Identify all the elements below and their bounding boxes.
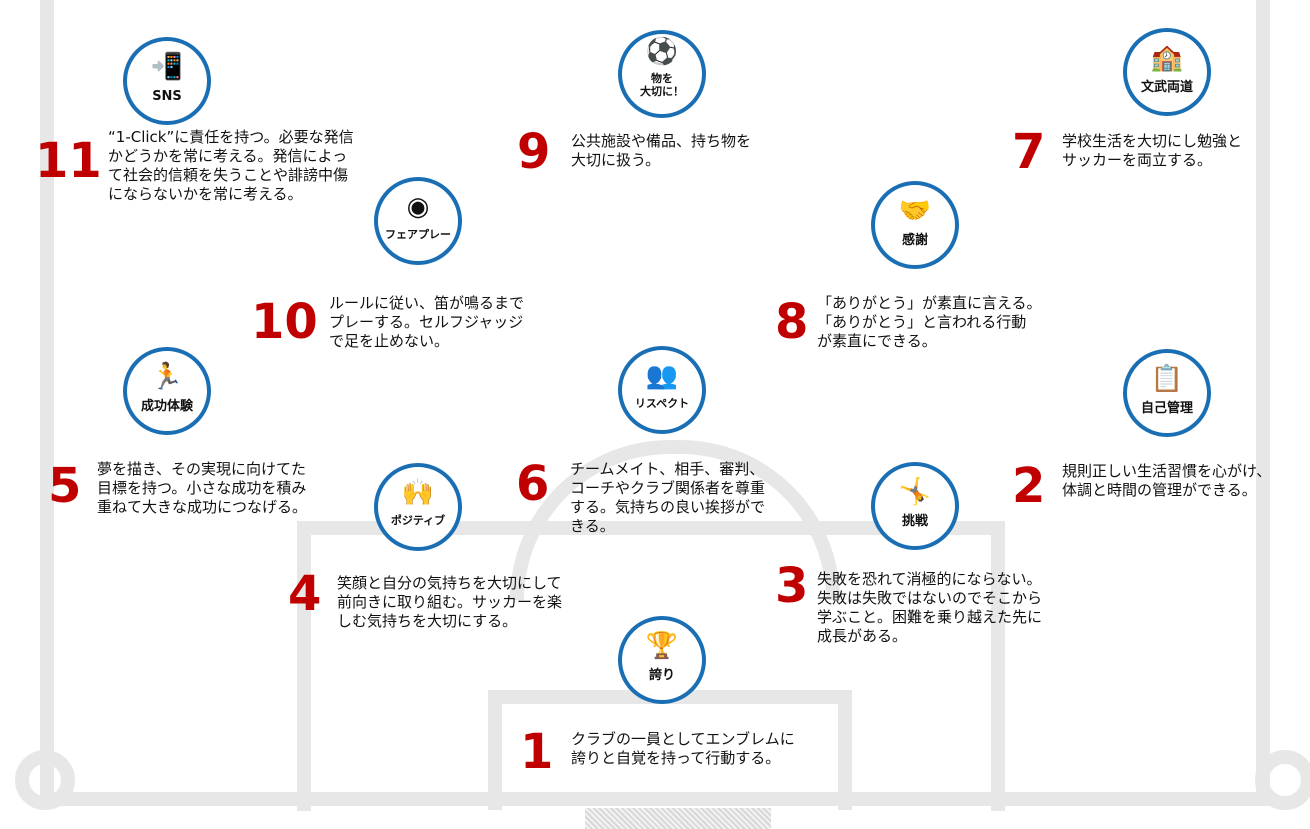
value-circle-success: 🏃 成功体験 [123,347,211,435]
value-label: SNS [152,89,182,104]
value-circle-gratitude: 🤝 感謝 [871,181,959,269]
value-label: 感謝 [901,233,928,248]
value-number: 7 [1012,124,1046,180]
value-description: “1-Click”に責任を持つ。必要な発信 かどうかを常に考える。発信によっ て… [108,128,354,203]
value-circle-sns: 📲 SNS [123,37,211,125]
value-number: 6 [516,456,550,512]
goal-net [585,808,771,829]
value-circle-respect: 👥 リスペクト [618,346,706,434]
people-group-icon: 👥 [645,361,679,391]
value-description: 規則正しい生活習慣を心がけ、 体調と時間の管理ができる。 [1062,462,1272,499]
value-circle-challenge: 🤸 挑戦 [871,462,959,550]
handshake-icon: 🤝 [898,196,932,226]
whistle-icon: ◉ [406,192,430,222]
value-label: フェアプレー [385,228,451,241]
value-number: 4 [288,566,322,622]
smartphone-icon: 📲 [150,52,184,82]
value-number: 9 [517,124,551,180]
value-number: 8 [775,294,809,350]
value-circle-self-management: 📋 自己管理 [1123,349,1211,437]
value-label: ポジティブ [390,514,446,527]
runner-arrow-icon: 🏃 [150,362,184,392]
value-circle-study-sport: 🏫 文武両道 [1123,28,1211,116]
value-label: 挑戦 [901,514,928,529]
value-description: 「ありがとう」が素直に言える。 「ありがとう」と言われる行動 が素直にできる。 [817,294,1042,350]
value-number: 1 [520,724,554,780]
corner-arc-left [15,750,75,810]
value-number: 10 [251,294,318,350]
value-label: 成功体験 [140,399,193,414]
bicycle-kick-icon: 🤸 [898,477,932,507]
soccer-ball-icon: ⚽ [645,37,679,67]
value-circle-care: ⚽ 物を 大切に！ [618,30,706,118]
value-description: 失敗を恐れて消極的にならない。 失敗は失敗ではないのでそこから 学ぶこと。困難を… [817,570,1043,645]
field-border [40,0,1270,806]
value-number: 5 [48,458,82,514]
value-label: リスペクト [634,397,690,410]
value-number: 11 [35,133,102,189]
penalty-box [297,521,1005,811]
value-number: 3 [775,558,809,614]
value-description: クラブの一員としてエンブレムに 誇りと自覚を持って行動する。 [571,730,795,767]
value-label: 文武両道 [1140,80,1193,95]
school-icon: 🏫 [1150,43,1184,73]
value-description: チームメイト、相手、審判、 コーチやクラブ関係者を尊重 する。気持ちの良い挨拶が… [570,460,766,535]
value-circle-pride: 🏆 誇り [618,616,706,704]
value-description: 笑顔と自分の気持ちを大切にして 前向きに取り組む。サッカーを楽 しむ気持ちを大切… [337,574,563,630]
value-number: 2 [1012,458,1046,514]
value-description: 夢を描き、その実現に向けてた 目標を持つ。小さな成功を積み 重ねて大きな成功につ… [97,460,308,516]
value-description: 学校生活を大切にし勉強と サッカーを両立する。 [1062,132,1243,169]
cheering-person-icon: 🙌 [401,478,435,508]
value-label: 自己管理 [1140,401,1193,416]
value-circle-positive: 🙌 ポジティブ [374,463,462,551]
trophy-icon: 🏆 [645,631,679,661]
value-label: 物を 大切に！ [640,72,684,98]
checklist-icon: 📋 [1150,364,1184,394]
value-description: 公共施設や備品、持ち物を 大切に扱う。 [571,132,752,169]
corner-arc-right [1255,750,1310,810]
value-circle-fair-play: ◉ フェアプレー [374,177,462,265]
value-description: ルールに従い、笛が鳴るまで プレーする。セルフジャッジ で足を止めない。 [329,294,525,350]
value-label: 誇り [648,668,675,683]
